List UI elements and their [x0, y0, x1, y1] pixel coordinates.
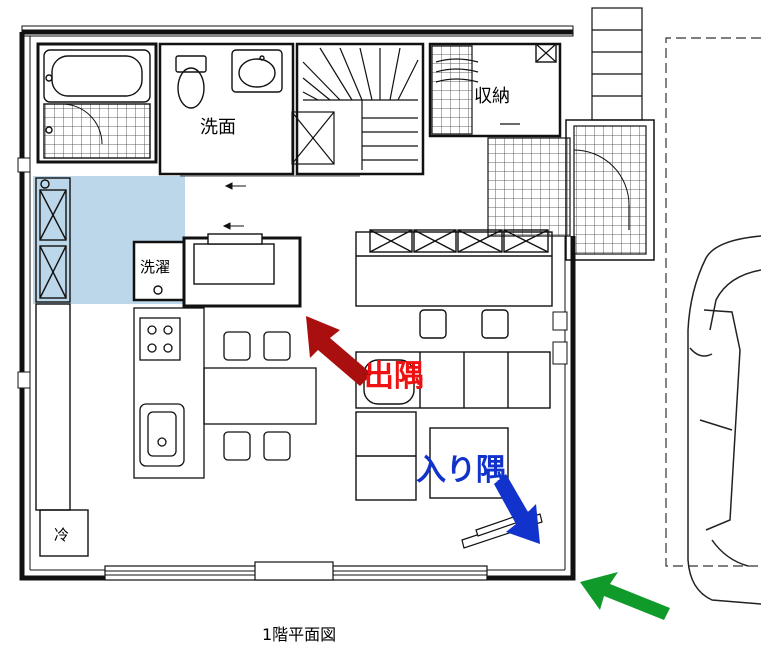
wall-thin-lines: [21, 25, 574, 571]
room-label-fridge: 冷: [54, 526, 69, 544]
room-label-storage: 収納: [474, 86, 510, 107]
carport-outline: [665, 37, 761, 567]
kitchen-counter: [133, 307, 205, 479]
callout-inside-corner: 入り隅: [416, 453, 506, 488]
callout-outside-corner: 出隅: [364, 359, 424, 394]
washroom: [158, 42, 295, 176]
right-wall-openings: [552, 311, 568, 365]
left-wall-openings: [17, 157, 31, 389]
dining-set: [203, 331, 317, 461]
laundry-area: [132, 240, 186, 302]
tv-board: [355, 229, 553, 339]
left-cabinets: [35, 177, 89, 557]
outer-walls: [19, 29, 576, 581]
entry-arrow: [580, 572, 670, 620]
room-label-laundry: 洗濯: [140, 258, 170, 276]
car-icon: [687, 235, 761, 605]
inside-corner-arrow: [494, 474, 540, 544]
bathroom: [36, 42, 158, 164]
room-label-washroom: 洗面: [200, 117, 236, 138]
entrance-tiles: [487, 119, 655, 261]
exterior-steps: [591, 7, 643, 121]
outside-corner-arrow: [306, 316, 372, 386]
partition-counter: [182, 233, 302, 308]
bottom-window: [104, 561, 488, 581]
staircase: [291, 42, 425, 176]
storage-room: [428, 42, 562, 138]
plan-caption: 1階平面図: [262, 625, 336, 644]
hallway-arrows: [180, 175, 360, 230]
